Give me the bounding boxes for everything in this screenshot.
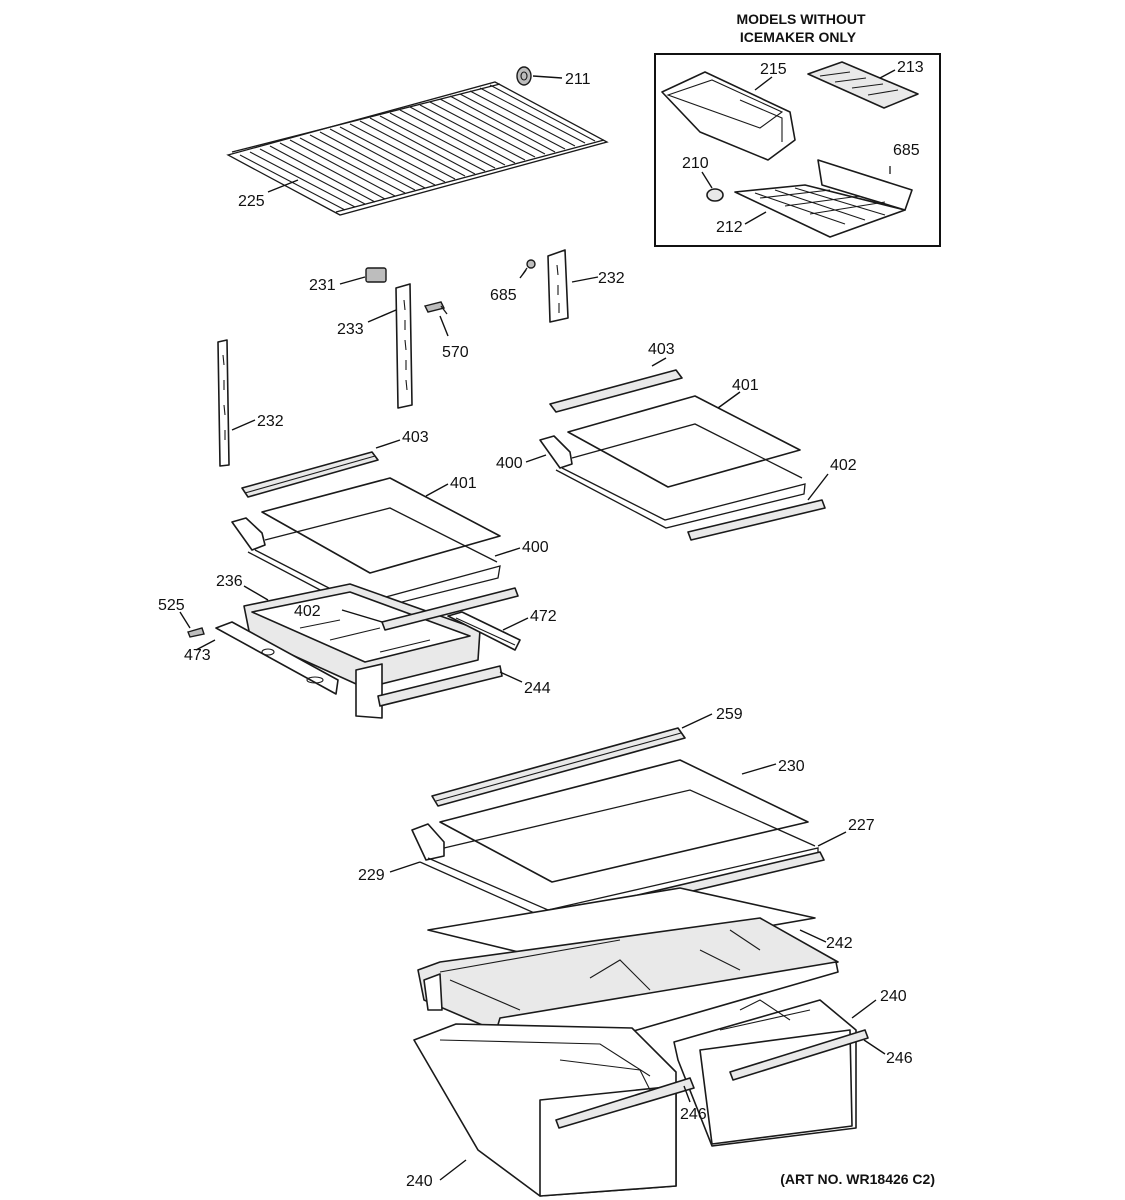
part-212-ice-tray-shelf <box>734 159 913 238</box>
callout-685-inset: 685 <box>893 142 920 159</box>
callout-215: 215 <box>760 61 787 78</box>
part-570-screw <box>423 301 448 315</box>
callout-401-right: 401 <box>732 377 759 394</box>
callout-403-left: 403 <box>402 429 429 446</box>
callout-213: 213 <box>897 59 924 76</box>
part-259-shelf-trim-lower <box>431 727 686 807</box>
callout-473: 473 <box>184 647 211 664</box>
part-230-glass-lower <box>439 759 809 883</box>
callout-685: 685 <box>490 287 517 304</box>
callout-570: 570 <box>442 344 469 361</box>
part-232-rail-left <box>217 339 230 467</box>
callout-225: 225 <box>238 193 265 210</box>
part-401-glass-right <box>567 395 801 488</box>
callout-212: 212 <box>716 219 743 236</box>
callout-401-left: 401 <box>450 475 477 492</box>
part-236-pan <box>243 583 481 689</box>
callout-227: 227 <box>848 817 875 834</box>
part-240-crisper-drawer-left <box>413 1023 695 1197</box>
callout-230: 230 <box>778 758 805 775</box>
callout-402-left: 402 <box>294 603 321 620</box>
callout-240-right: 240 <box>880 988 907 1005</box>
callout-246-left: 246 <box>680 1106 707 1123</box>
callout-231: 231 <box>309 277 336 294</box>
part-400-shelf-frame-right <box>539 423 806 529</box>
part-211-cap <box>516 66 532 86</box>
callout-400-right: 400 <box>496 455 523 472</box>
part-402-trim-right <box>687 499 826 541</box>
inset-frame <box>654 53 941 247</box>
part-232-rail-right <box>547 249 569 323</box>
art-number: (ART NO. WR18426 C2) <box>780 1171 935 1187</box>
callout-242: 242 <box>826 935 853 952</box>
part-215-ice-bucket <box>661 71 796 161</box>
part-231-stop <box>365 267 387 283</box>
part-403-shelf-trim-left <box>241 451 379 498</box>
callout-403-right: 403 <box>648 341 675 358</box>
part-402-trim-left <box>381 587 519 631</box>
part-225-wire-shelf <box>226 81 609 216</box>
callout-229: 229 <box>358 867 385 884</box>
part-213-ice-tray <box>807 61 919 109</box>
part-240-crisper-drawer-right <box>673 999 869 1147</box>
part-233-rail-center <box>395 283 413 409</box>
callout-402-right: 402 <box>830 457 857 474</box>
callout-246-right: 246 <box>886 1050 913 1067</box>
inset-title-line1: MODELS WITHOUT <box>736 11 866 27</box>
callout-244: 244 <box>524 680 551 697</box>
callout-400-left: 400 <box>522 539 549 556</box>
callout-236: 236 <box>216 573 243 590</box>
callout-240-left: 240 <box>406 1173 433 1190</box>
callout-211: 211 <box>565 71 591 88</box>
callout-233: 233 <box>337 321 364 338</box>
part-403-shelf-trim-right <box>549 369 683 413</box>
part-244-pan-cover-left <box>355 663 503 719</box>
part-401-glass-left <box>261 477 501 574</box>
callout-472: 472 <box>530 608 557 625</box>
callout-232-right: 232 <box>598 270 625 287</box>
inset-title-line2: ICEMAKER ONLY <box>740 29 857 45</box>
callout-259: 259 <box>716 706 743 723</box>
part-473-slide-left <box>215 621 339 695</box>
callout-210: 210 <box>682 155 709 172</box>
part-210-clip <box>706 188 724 202</box>
callout-525: 525 <box>158 597 185 614</box>
part-472-slide-right <box>447 611 521 651</box>
inset-models-without-icemaker: MODELS WITHOUT ICEMAKER ONLY 2 <box>654 11 941 247</box>
callout-232-left: 232 <box>257 413 284 430</box>
part-525-screw <box>187 627 205 638</box>
